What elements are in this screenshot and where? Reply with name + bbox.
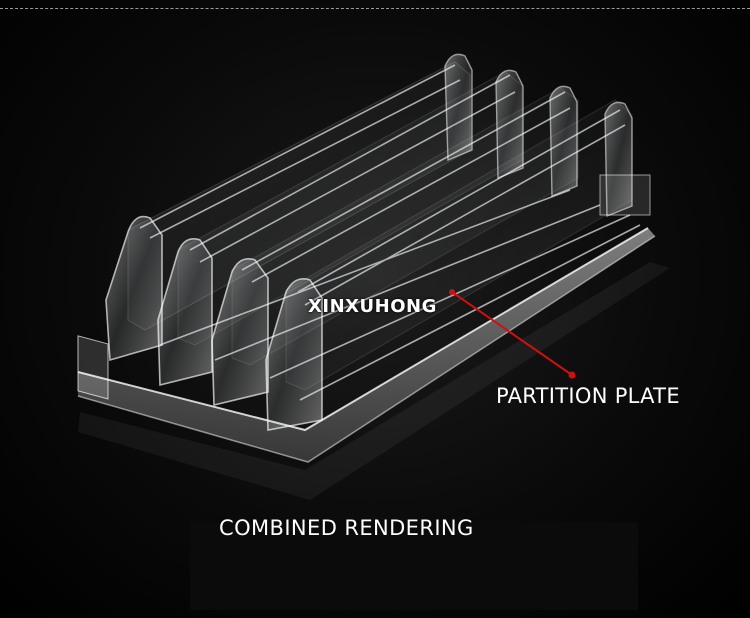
base-plate: [78, 228, 655, 462]
callout-line: [451, 291, 573, 376]
floor-reflection: [78, 262, 670, 500]
dashed-divider: [0, 8, 750, 9]
back-fins: [444, 53, 633, 218]
caption-text: COMBINED RENDERING: [219, 516, 474, 540]
partition-plate-label: PARTITION PLATE: [496, 384, 680, 408]
caption-background: [190, 522, 638, 610]
front-stoppers: [77, 174, 651, 400]
brand-watermark: XINXUHONG: [308, 296, 437, 317]
front-fins: [105, 215, 323, 431]
callout-dot-start: [449, 289, 455, 295]
callout-dot-end: [568, 371, 576, 379]
